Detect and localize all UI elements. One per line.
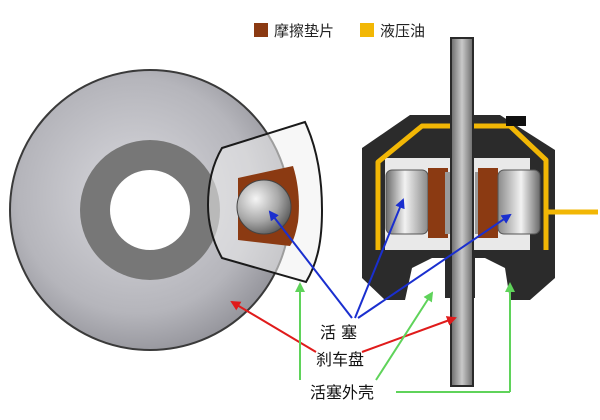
arrow-brake-disc-right	[361, 316, 457, 353]
friction-pad-swatch	[254, 23, 268, 37]
caliper-cross-section	[362, 37, 598, 387]
label-piston-housing: 活塞外壳	[310, 383, 374, 402]
arrow-piston-left	[354, 198, 405, 319]
legend-friction-pad-label: 摩擦垫片	[274, 22, 334, 40]
arrow-piston-right	[357, 213, 512, 319]
hydraulic-oil-swatch	[360, 23, 374, 37]
friction-pad-left	[428, 168, 448, 238]
disc-center-hole	[110, 170, 190, 250]
friction-pad-right	[478, 168, 498, 238]
brake-disc-front-view	[9, 69, 324, 351]
pad-backing-left	[445, 172, 451, 234]
arrow-piston-front	[268, 210, 353, 319]
legend-hydraulic-oil-label: 液压油	[380, 22, 425, 40]
arrow-brake-disc-left	[230, 300, 317, 353]
piston-front	[236, 179, 292, 235]
legend: 摩擦垫片 液压油	[254, 22, 425, 40]
piston-right	[497, 169, 541, 235]
arrows	[230, 198, 515, 393]
bleed-valve	[506, 116, 526, 126]
brake-rotor	[450, 37, 474, 387]
label-brake-disc: 刹车盘	[316, 350, 364, 369]
arrow-housing-left	[375, 291, 434, 381]
label-piston: 活 塞	[320, 323, 357, 342]
